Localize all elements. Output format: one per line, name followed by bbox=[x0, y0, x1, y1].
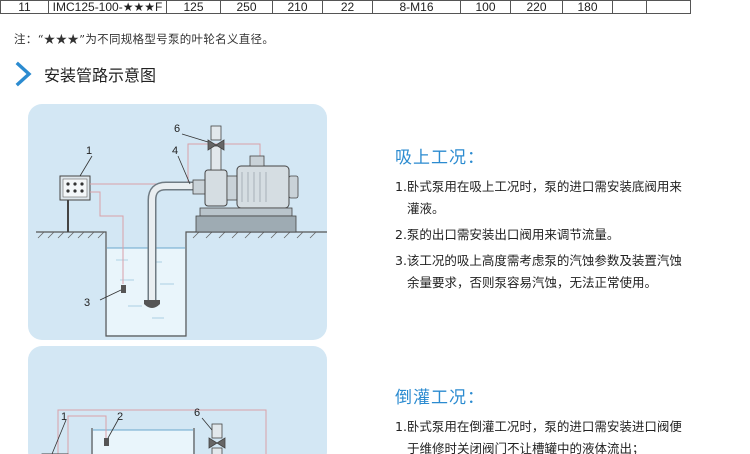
table-cell: 180 bbox=[562, 0, 613, 14]
table-cell: IMC125-100-★★★F bbox=[48, 0, 167, 14]
section-header: 安装管路示意图 bbox=[12, 60, 156, 88]
table-cell: 210 bbox=[272, 0, 323, 14]
suction-lift-diagram: 1 4 6 3 bbox=[28, 104, 327, 340]
diagram-label-6: 6 bbox=[194, 407, 200, 419]
flooded-suction-item: 于维修时关闭阀门不让槽罐中的液体流出； bbox=[407, 441, 645, 454]
diagram-label-1: 1 bbox=[61, 411, 67, 423]
table-cell: 100 bbox=[460, 0, 511, 14]
suction-lift-item: 3.该工况的吸上高度需考虑泵的汽蚀参数及装置汽蚀 bbox=[395, 253, 682, 268]
suction-lift-item: 余量要求，否则泵容易汽蚀，无法正常使用。 bbox=[407, 275, 658, 290]
table-cell: 11 bbox=[0, 0, 49, 14]
diagram-label-1: 1 bbox=[86, 145, 92, 157]
diagram-label-2: 2 bbox=[117, 411, 123, 423]
diagram-label-3: 3 bbox=[84, 297, 90, 309]
table-cell bbox=[612, 0, 647, 14]
table-cell: 8-M16 bbox=[372, 0, 461, 14]
suction-lift-item: 灌液。 bbox=[407, 201, 445, 216]
table-cell bbox=[646, 0, 691, 14]
chevron-right-icon bbox=[15, 61, 32, 87]
table-cell: 220 bbox=[510, 0, 563, 14]
impeller-note: 注：“★★★”为不同规格型号泵的叶轮名义直径。 bbox=[14, 32, 275, 46]
flooded-suction-title: 倒灌工况： bbox=[395, 388, 485, 408]
suction-lift-item: 2.泵的出口需安装出口阀用来调节流量。 bbox=[395, 227, 620, 242]
diagram-label-6: 6 bbox=[174, 123, 180, 135]
table-cell: 125 bbox=[166, 0, 221, 14]
section-title: 安装管路示意图 bbox=[44, 66, 157, 85]
suction-lift-item: 1.卧式泵用在吸上工况时，泵的进口需安装底阀用来 bbox=[395, 179, 682, 194]
diagram-label-4: 4 bbox=[172, 145, 178, 157]
flooded-suction-description: 倒灌工况： 1.卧式泵用在倒灌工况时，泵的进口需安装进口阀便 于维修时关闭阀门不… bbox=[395, 383, 740, 454]
flooded-suction-diagram: 1 2 4 5 6 bbox=[28, 346, 327, 454]
suction-lift-title: 吸上工况： bbox=[395, 148, 485, 168]
flooded-suction-item: 1.卧式泵用在倒灌工况时，泵的进口需安装进口阀便 bbox=[395, 419, 682, 434]
suction-lift-description: 吸上工况： 1.卧式泵用在吸上工况时，泵的进口需安装底阀用来 灌液。 2.泵的出… bbox=[395, 143, 740, 294]
table-cell: 22 bbox=[322, 0, 373, 14]
table-cell: 250 bbox=[220, 0, 273, 14]
spec-table-row: 11 IMC125-100-★★★F 125 250 210 22 8-M16 … bbox=[0, 0, 691, 14]
